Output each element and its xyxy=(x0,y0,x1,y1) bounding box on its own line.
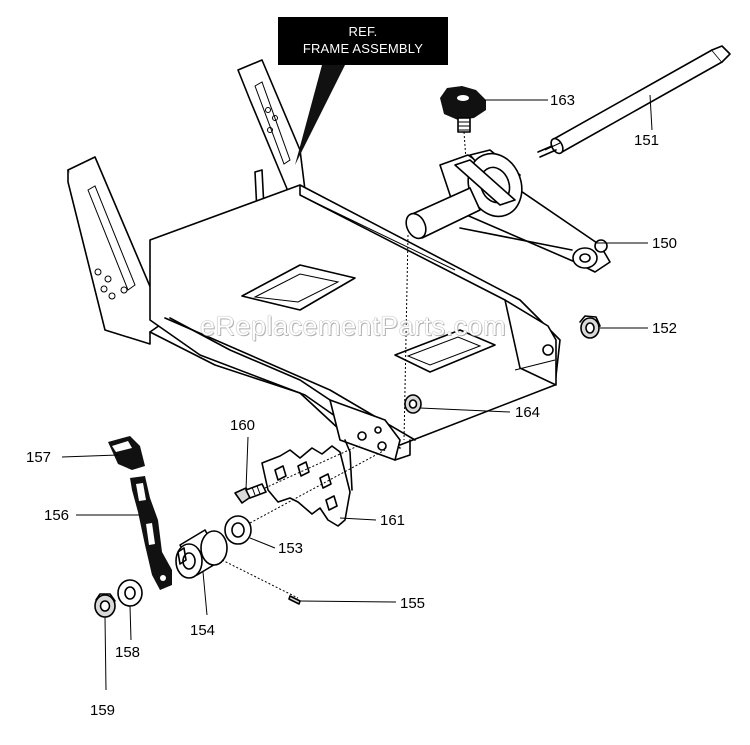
part-164-nut xyxy=(404,394,422,414)
part-label-157: 157 xyxy=(26,449,52,466)
ref-label-line1: REF. xyxy=(348,24,378,39)
part-label-154: 154 xyxy=(190,622,216,639)
part-label-150: 150 xyxy=(652,235,678,252)
part-151-rod xyxy=(537,45,731,158)
part-label-153: 153 xyxy=(278,540,304,557)
ref-label-line2: FRAME ASSEMBLY xyxy=(302,41,424,56)
part-152-nut xyxy=(579,315,601,339)
part-label-164: 164 xyxy=(515,404,541,421)
part-163-knob xyxy=(440,86,486,161)
part-160-bolt xyxy=(234,444,361,504)
part-150-bracket xyxy=(403,149,611,441)
part-label-161: 161 xyxy=(380,512,406,529)
part-155-pin xyxy=(288,595,301,605)
part-label-151: 151 xyxy=(634,132,660,149)
ref-frame-assembly-label: REF. FRAME ASSEMBLY xyxy=(278,17,448,65)
frame-assembly xyxy=(67,59,561,461)
part-154-collar xyxy=(175,529,299,599)
part-label-156: 156 xyxy=(44,507,70,524)
part-label-152: 152 xyxy=(652,320,678,337)
part-label-160: 160 xyxy=(230,417,256,434)
part-156-lever xyxy=(130,476,172,590)
part-157-grip xyxy=(108,436,145,470)
ref-pointer xyxy=(295,65,345,165)
part-153-washer xyxy=(224,449,386,545)
part-159-nut xyxy=(94,593,116,618)
part-158-washer xyxy=(117,579,143,607)
watermark: eReplacementParts.com xyxy=(200,311,507,341)
part-label-159: 159 xyxy=(90,702,116,719)
leader-lines xyxy=(61,94,653,691)
part-label-158: 158 xyxy=(115,644,141,661)
part-label-163: 163 xyxy=(550,92,576,109)
part-label-155: 155 xyxy=(400,595,426,612)
part-161-sector-plate xyxy=(261,439,353,527)
